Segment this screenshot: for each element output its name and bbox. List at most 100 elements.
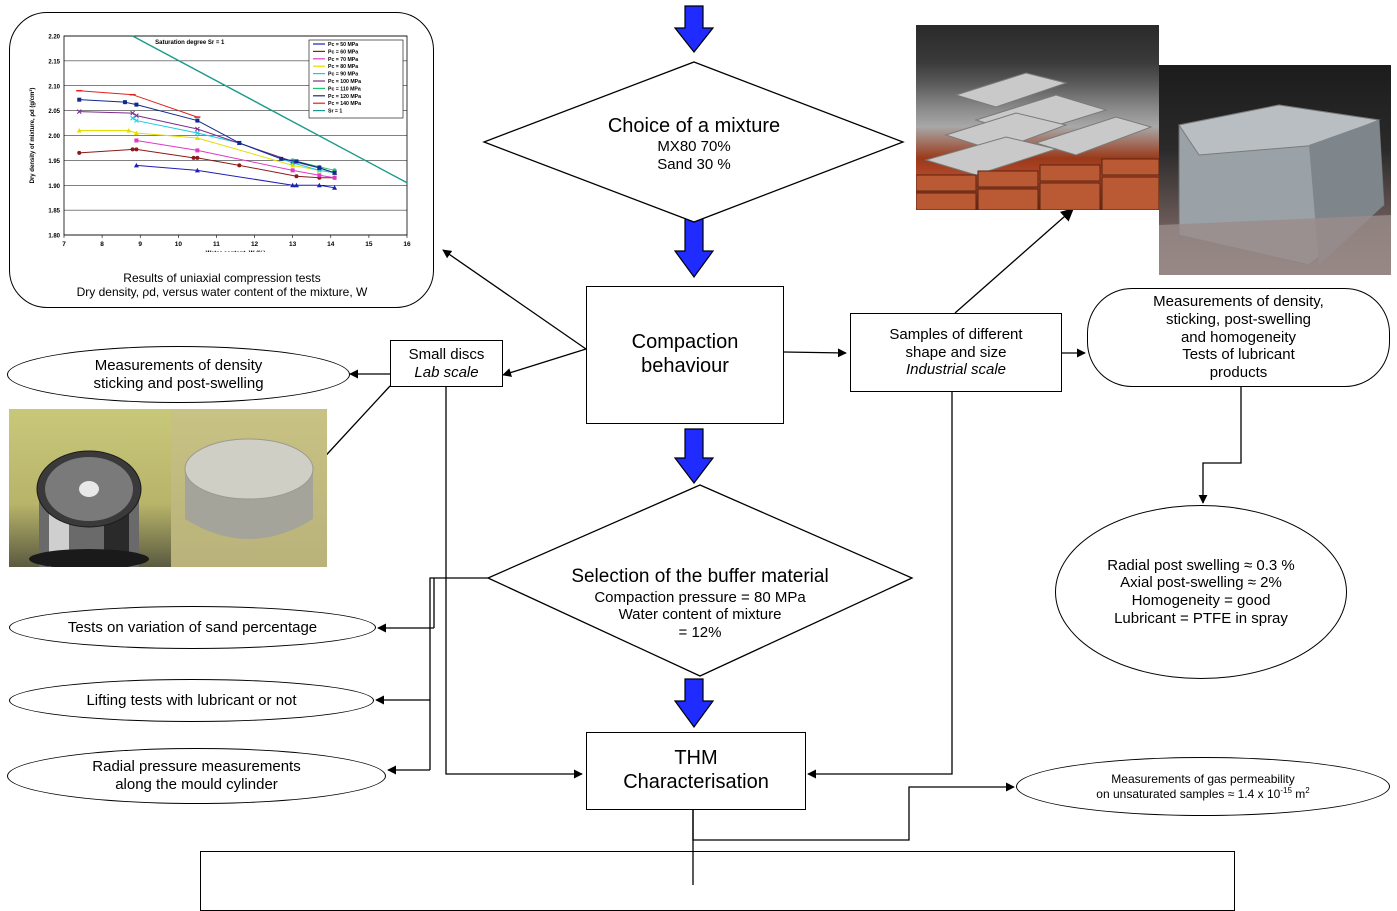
diamond-choice — [482, 61, 905, 223]
data-point — [332, 170, 337, 175]
choice-line2: Sand 30 % — [657, 155, 731, 173]
data-point — [134, 138, 139, 143]
small-disc-photo-mould — [9, 409, 171, 567]
y-tick-label: 2.10 — [48, 84, 60, 90]
chart-caption-line2: Dry density, ρd, versus water content of… — [76, 285, 368, 299]
data-point — [133, 162, 139, 168]
data-point — [130, 147, 135, 152]
connector-selection-branch — [429, 577, 488, 770]
legend-entry: Pc = 110 MPa — [328, 86, 361, 92]
data-point — [293, 182, 299, 188]
data-point — [195, 155, 200, 160]
data-point — [122, 100, 127, 105]
data-point — [134, 102, 139, 107]
series-line — [132, 35, 408, 184]
radial-pressure-oval: Radial pressure measurements along the m… — [7, 748, 386, 804]
data-point — [294, 174, 299, 179]
choice-of-mixture: Choice of a mixture MX80 70% Sand 30 % — [554, 108, 834, 180]
choice-line1: MX80 70% — [657, 138, 731, 156]
lifting-tests-label: Lifting tests with lubricant or not — [86, 691, 297, 709]
data-point — [134, 118, 139, 123]
results-line2: Axial post-swelling ≈ 2% — [1120, 574, 1282, 592]
data-point — [316, 182, 322, 188]
diamond-selection — [486, 484, 914, 677]
y-tick-label: 1.90 — [48, 184, 60, 190]
gas-perm-line1: Measurements of gas permeability — [1111, 771, 1295, 786]
x-tick-label: 8 — [100, 241, 104, 248]
y-tick-label: 1.95 — [48, 159, 60, 165]
selection-title: Selection of the buffer material — [571, 566, 829, 588]
large-block-photo — [1159, 65, 1391, 275]
chart-caption: Results of uniaxial compression tests Dr… — [20, 267, 424, 303]
selection-line2: Water content of mixture — [618, 606, 782, 624]
results-line1: Radial post swelling ≈ 0.3 % — [1107, 556, 1295, 574]
industrial-bricks-photo — [916, 25, 1159, 210]
data-point — [76, 109, 82, 114]
arrow-to-results — [1198, 387, 1242, 504]
data-point — [195, 130, 200, 136]
arrow-to-small-discs — [502, 348, 587, 377]
y-tick-label: 2.05 — [48, 109, 60, 115]
data-point — [332, 175, 337, 180]
gas-perm-line2: on unsaturated samples ≈ 1.4 x 10-15 m2 — [1096, 786, 1310, 801]
x-tick-label: 15 — [365, 241, 373, 248]
legend-entry: Sr = 1 — [328, 109, 342, 115]
x-tick-label: 13 — [289, 241, 297, 248]
samples-box: Samples of different shape and size Indu… — [850, 313, 1062, 392]
data-point — [317, 165, 322, 170]
data-point — [77, 97, 82, 102]
data-point — [294, 159, 299, 164]
saturation-annotation: Saturation degree Sr = 1 — [155, 40, 225, 46]
sand-tests-oval: Tests on variation of sand percentage — [9, 606, 376, 649]
x-axis-label: Water content, W (%) — [206, 251, 266, 252]
blue-arrow-selection-to-thm — [673, 678, 715, 729]
disc-sketch — [184, 438, 314, 539]
data-point — [77, 150, 82, 155]
lab-measurements-line1: Measurements of density — [94, 356, 263, 374]
legend-entry: Pc = 100 MPa — [328, 79, 361, 85]
data-point — [332, 185, 338, 190]
gas-permeability-oval: Measurements of gas permeability on unsa… — [1016, 757, 1390, 816]
data-point — [195, 126, 200, 132]
x-tick-label: 12 — [251, 241, 259, 248]
arrow-to-industrial-photos — [954, 208, 1074, 314]
data-point — [290, 168, 295, 173]
legend-entry: Pc = 90 MPa — [328, 72, 358, 78]
samples-line3: Industrial scale — [905, 361, 1007, 379]
data-point — [76, 128, 82, 133]
industrial-measurements-line4: Tests of lubricant — [1182, 346, 1295, 364]
series-line — [136, 164, 335, 189]
legend-entry: Pc = 80 MPa — [328, 64, 358, 70]
legend-entry: Pc = 60 MPa — [328, 49, 358, 55]
data-point — [237, 163, 242, 168]
small-discs-line1: Small discs — [408, 345, 485, 363]
radial-pressure-line1: Radial pressure measurements — [92, 758, 301, 776]
arrow-samples-to-thm — [807, 392, 953, 779]
y-tick-label: 2.20 — [48, 35, 60, 41]
bottom-results-box — [200, 851, 1235, 911]
data-point — [134, 147, 139, 152]
thm-characterisation-box: THM Characterisation — [586, 732, 806, 810]
data-point — [194, 167, 200, 173]
y-tick-label: 1.80 — [48, 234, 60, 240]
small-discs-line2: Lab scale — [414, 363, 479, 381]
legend-entry: Pc = 140 MPa — [328, 101, 361, 107]
x-tick-label: 14 — [327, 241, 335, 248]
industrial-measurements-line5: products — [1209, 364, 1268, 382]
x-tick-label: 7 — [62, 241, 66, 248]
samples-line2: shape and size — [905, 343, 1007, 361]
x-tick-label: 9 — [138, 241, 142, 248]
data-point — [194, 135, 200, 140]
x-tick-label: 16 — [403, 241, 411, 248]
selection-line3: = 12% — [678, 624, 722, 642]
legend-entry: Pc = 70 MPa — [328, 57, 358, 63]
samples-line1: Samples of different — [889, 325, 1023, 343]
compaction-behaviour-box: Compaction behaviour — [586, 286, 784, 424]
radial-pressure-line2: along the mould cylinder — [115, 776, 278, 793]
industrial-measurements-box: Measurements of density, sticking, post-… — [1087, 288, 1390, 387]
lab-measurements-oval: Measurements of density sticking and pos… — [7, 346, 350, 403]
data-point — [191, 155, 196, 160]
data-point — [237, 140, 242, 145]
data-point — [130, 115, 135, 121]
